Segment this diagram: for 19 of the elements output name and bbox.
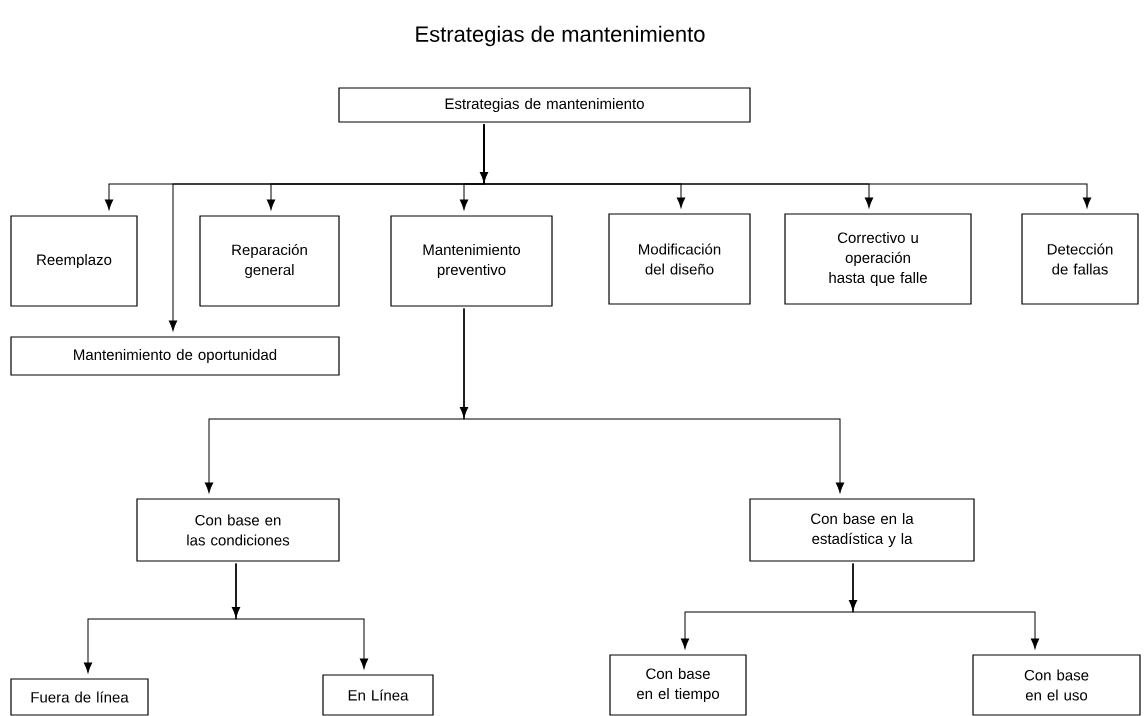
arrow: [463, 308, 845, 493]
process-box: Fuera de línea: [10, 678, 149, 716]
title: Estrategias de mantenimiento: [416, 25, 705, 47]
process-box: Con base en el uso: [972, 654, 1141, 716]
process-box: Correctivo u operación hasta que falle: [784, 213, 972, 305]
process-box: Con base en las condiciones: [136, 498, 340, 562]
process-box: Reparación general: [199, 215, 340, 307]
process-box: Mantenimiento de oportunidad: [10, 336, 340, 376]
arrow: [852, 563, 1040, 649]
arrow: [235, 563, 369, 669]
arrow: [483, 124, 1092, 208]
process-box: En Línea: [322, 674, 434, 716]
process-box: Con base en el tiempo: [609, 654, 747, 716]
process-box: Reemplazo: [10, 215, 138, 307]
process-box: Detección de fallas: [1021, 213, 1139, 305]
process-box: Con base en la estadística y la: [749, 498, 975, 562]
process-box: Modificación del diseño: [608, 213, 751, 305]
process-box: Estrategias de mantenimiento: [338, 87, 751, 123]
process-box: Mantenimiento preventivo: [390, 215, 553, 307]
